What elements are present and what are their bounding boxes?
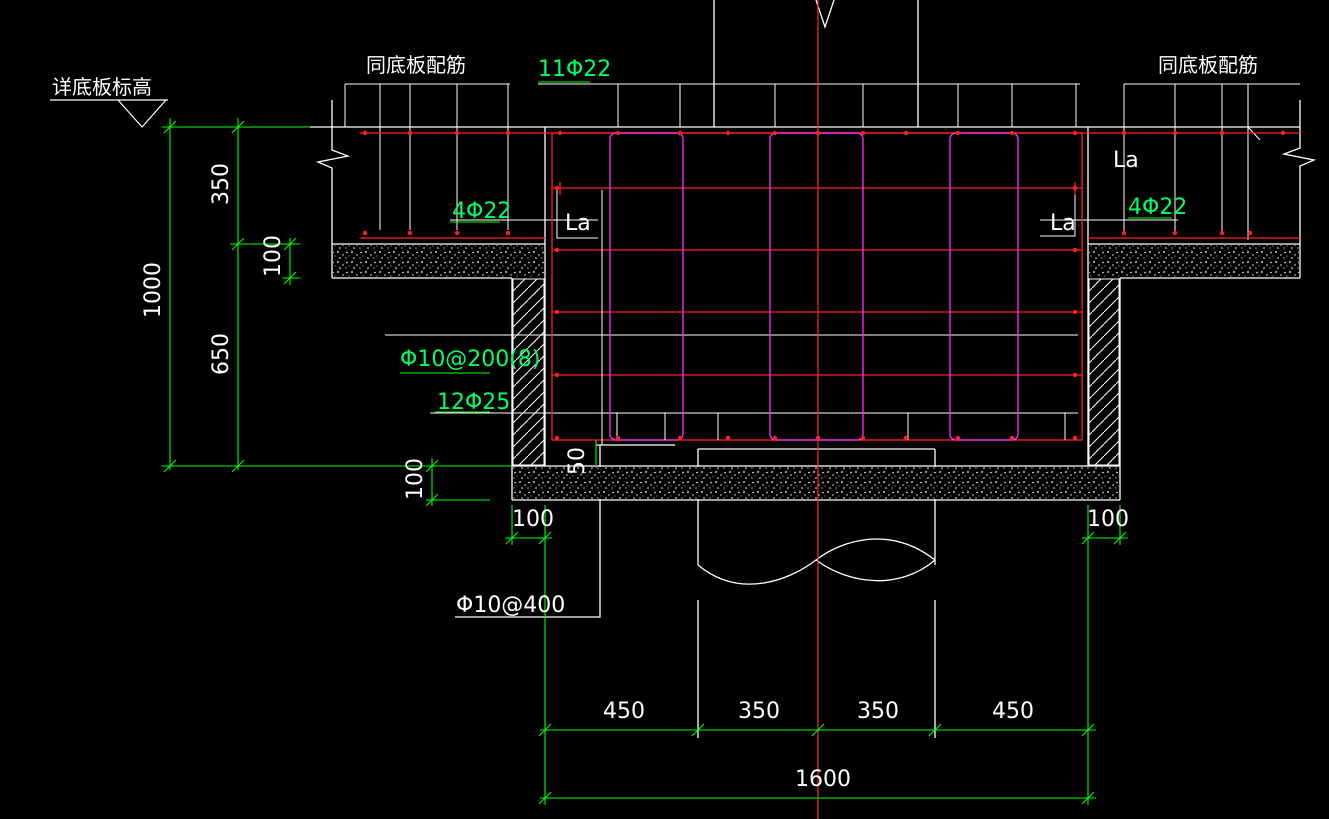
rebar-dot	[1172, 130, 1178, 136]
rebar-dot	[362, 230, 368, 236]
dimension-lines	[162, 81, 1172, 805]
elevation-note: 详底板标高	[52, 75, 152, 99]
rebar-dot	[1072, 130, 1078, 136]
dim-1000-vertical: 1000	[141, 262, 166, 318]
rebar-dot	[1172, 230, 1178, 236]
rebar-dot	[677, 435, 683, 441]
rebar-dot	[772, 435, 778, 441]
right-side-bars-label: 4Φ22	[1128, 195, 1187, 220]
rebar-dot	[1247, 230, 1253, 236]
rebar-dot	[554, 309, 560, 315]
right-bottom-slab-label: 同底板配筋	[1158, 53, 1258, 77]
rebar-dot	[955, 130, 961, 136]
rebar-dot	[903, 130, 909, 136]
rebar-dot	[505, 230, 511, 236]
rebar-dot	[860, 130, 866, 136]
dim-100-vertical-a: 100	[261, 235, 286, 277]
rebar-dots	[362, 130, 1286, 441]
elevation-symbol	[50, 99, 168, 128]
rebar-dot	[407, 130, 413, 136]
beam-cushion	[513, 467, 1119, 499]
left-side-bars-label: 4Φ22	[452, 199, 511, 224]
rebar-dot	[725, 130, 731, 136]
anchor-label-top-right: La	[1113, 148, 1139, 173]
rebar-dot	[1280, 130, 1286, 136]
right-slab-cushion	[1089, 245, 1299, 277]
rebar-dot	[454, 130, 460, 136]
rebar-dot	[554, 185, 560, 191]
dim-100-vertical-b: 100	[403, 458, 428, 500]
left-bottom-slab-label: 同底板配筋	[366, 53, 466, 77]
dim-450-right: 450	[992, 699, 1034, 724]
rebar-dot	[505, 130, 511, 136]
left-slab-cushion	[333, 245, 544, 277]
anchor-label-left: La	[565, 211, 591, 236]
rebar-dot	[860, 435, 866, 441]
rebar-dot	[677, 130, 683, 136]
rebar-dot	[903, 435, 909, 441]
rebar-dot	[1121, 130, 1127, 136]
rebar-dot	[362, 130, 368, 136]
rebar-dot	[554, 435, 560, 441]
dim-450-left: 450	[603, 699, 645, 724]
rebar-dot	[955, 435, 961, 441]
rebar-dot	[1072, 309, 1078, 315]
rebar-dot	[557, 130, 563, 136]
top-bars-label: 11Φ22	[538, 57, 611, 82]
dim-350-left: 350	[738, 699, 780, 724]
rebar-dot	[1072, 247, 1078, 253]
rebar-dot	[1121, 230, 1127, 236]
stirrups-label: Φ10@200(8)	[400, 347, 540, 372]
dim-350-vertical: 350	[209, 163, 234, 205]
rebar-dot	[1219, 130, 1225, 136]
structure-outline	[310, 0, 1317, 738]
right-side-hatch	[1088, 278, 1120, 466]
anchor-label-right: La	[1050, 211, 1076, 236]
rebar-dot	[1009, 435, 1015, 441]
dim-50-vertical: 50	[565, 447, 590, 475]
stirrups-magenta	[609, 132, 1019, 441]
left-side-hatch	[512, 278, 545, 466]
rebar-dot	[725, 435, 731, 441]
bottom-bars-label: 12Φ25	[437, 390, 510, 415]
rebar-dot	[615, 130, 621, 136]
dim-350-right: 350	[857, 699, 899, 724]
rebar-dot	[1072, 185, 1078, 191]
slab-bar-leaders	[344, 83, 1300, 414]
rebar-dot	[1009, 130, 1015, 136]
rebar-dot	[615, 435, 621, 441]
tie-bars-label: Φ10@400	[456, 593, 565, 618]
rebar-red	[360, 132, 1300, 441]
dim-650-vertical: 650	[209, 333, 234, 375]
rebar-dot	[554, 372, 560, 378]
dim-1600-overall: 1600	[795, 767, 851, 792]
rebar-dot	[1072, 435, 1078, 441]
rebar-dot	[554, 247, 560, 253]
rebar-dot	[407, 230, 413, 236]
dim-100-horizontal-left: 100	[512, 507, 554, 532]
stirrup-vertical-white	[601, 190, 1066, 445]
rebar-dot	[1072, 372, 1078, 378]
rebar-dot	[1219, 230, 1225, 236]
rebar-dot	[454, 230, 460, 236]
dim-100-horizontal-right: 100	[1087, 507, 1129, 532]
rebar-dot	[772, 130, 778, 136]
